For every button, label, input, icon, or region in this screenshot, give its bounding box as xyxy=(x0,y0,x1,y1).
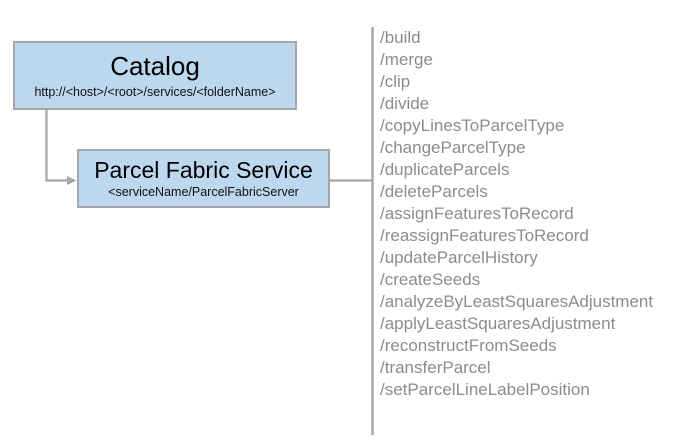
operation-item[interactable]: /copyLinesToParcelType xyxy=(380,116,565,135)
catalog-node-title: Catalog xyxy=(110,51,200,81)
operation-item[interactable]: /divide xyxy=(380,94,430,113)
operation-item[interactable]: /setParcelLineLabelPosition xyxy=(380,380,590,399)
operation-item[interactable]: /reassignFeaturesToRecord xyxy=(380,226,589,245)
operations-list: /build /merge /clip /divide /copyLinesTo… xyxy=(380,27,685,401)
operation-item[interactable]: /merge xyxy=(380,50,433,69)
parcel-fabric-service-node-title: Parcel Fabric Service xyxy=(94,157,313,183)
operation-item[interactable]: /createSeeds xyxy=(380,270,481,289)
operation-item[interactable]: /transferParcel xyxy=(380,358,491,377)
operation-item[interactable]: /assignFeaturesToRecord xyxy=(380,204,574,223)
operation-item[interactable]: /deleteParcels xyxy=(380,182,488,201)
operation-item[interactable]: /duplicateParcels xyxy=(380,160,510,179)
operation-item[interactable]: /applyLeastSquaresAdjustment xyxy=(380,314,616,333)
operation-item[interactable]: /updateParcelHistory xyxy=(380,248,538,267)
catalog-node[interactable]: Catalog http://<host>/<root>/services/<f… xyxy=(13,41,297,110)
connector-catalog-to-service xyxy=(45,110,77,185)
operation-item[interactable]: /analyzeByLeastSquaresAdjustment xyxy=(380,292,654,311)
parcel-fabric-service-node-path: <serviceName/ParcelFabricServer xyxy=(108,185,299,199)
operation-item[interactable]: /clip xyxy=(380,72,411,91)
catalog-node-url: http://<host>/<root>/services/<folderNam… xyxy=(34,85,276,99)
parcel-fabric-service-node[interactable]: Parcel Fabric Service <serviceName/Parce… xyxy=(77,149,330,208)
operation-item[interactable]: /changeParcelType xyxy=(380,138,526,157)
arrowhead-icon xyxy=(67,176,77,185)
operation-item[interactable]: /build xyxy=(380,28,421,47)
operation-item[interactable]: /reconstructFromSeeds xyxy=(380,336,557,355)
